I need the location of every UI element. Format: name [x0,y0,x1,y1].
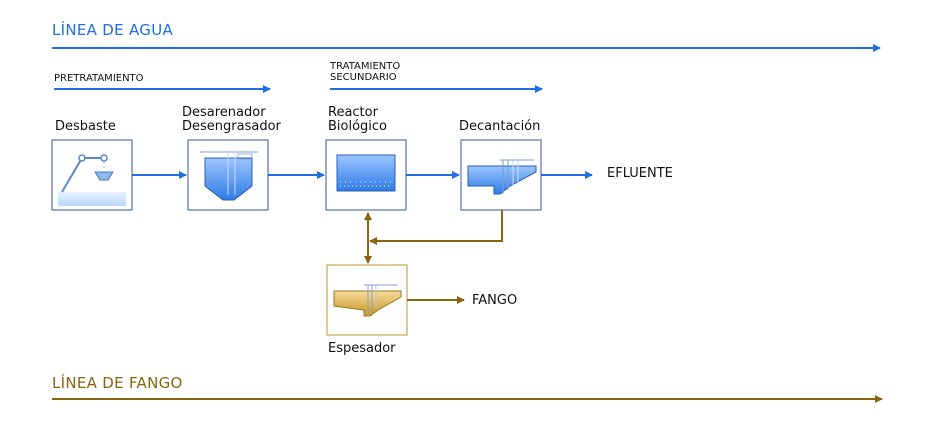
reactor-label-2: Biológico [328,119,388,134]
clarifier-label: Decantación [459,119,541,134]
grit-removal-label-1: Desarenador [182,105,266,120]
sludge-line-title: LÍNEA DE FANGO [52,374,183,392]
sludge-output-label: FANGO [472,293,518,308]
thickener-icon [333,284,402,317]
sludge-recirculation-arrow [369,210,503,245]
grit-chamber-icon [200,151,258,201]
secondary-treatment-label-2: SECUNDARIO [330,72,397,83]
pretreatment-label: PRETRATAMIENTO [54,73,144,84]
aeration-tank-icon [336,154,396,192]
clarifier-icon [467,159,537,195]
effluent-label: EFLUENTE [607,166,673,181]
screening-label: Desbaste [55,119,116,134]
reactor-label-1: Reactor [328,105,378,120]
bar-screen-icon [58,154,126,206]
water-line-title: LÍNEA DE AGUA [52,21,174,39]
grit-removal-label-2: Desengrasador [182,119,281,134]
thickener-label: Espesador [328,341,396,356]
secondary-treatment-label-1: TRATAMIENTO [330,61,401,72]
